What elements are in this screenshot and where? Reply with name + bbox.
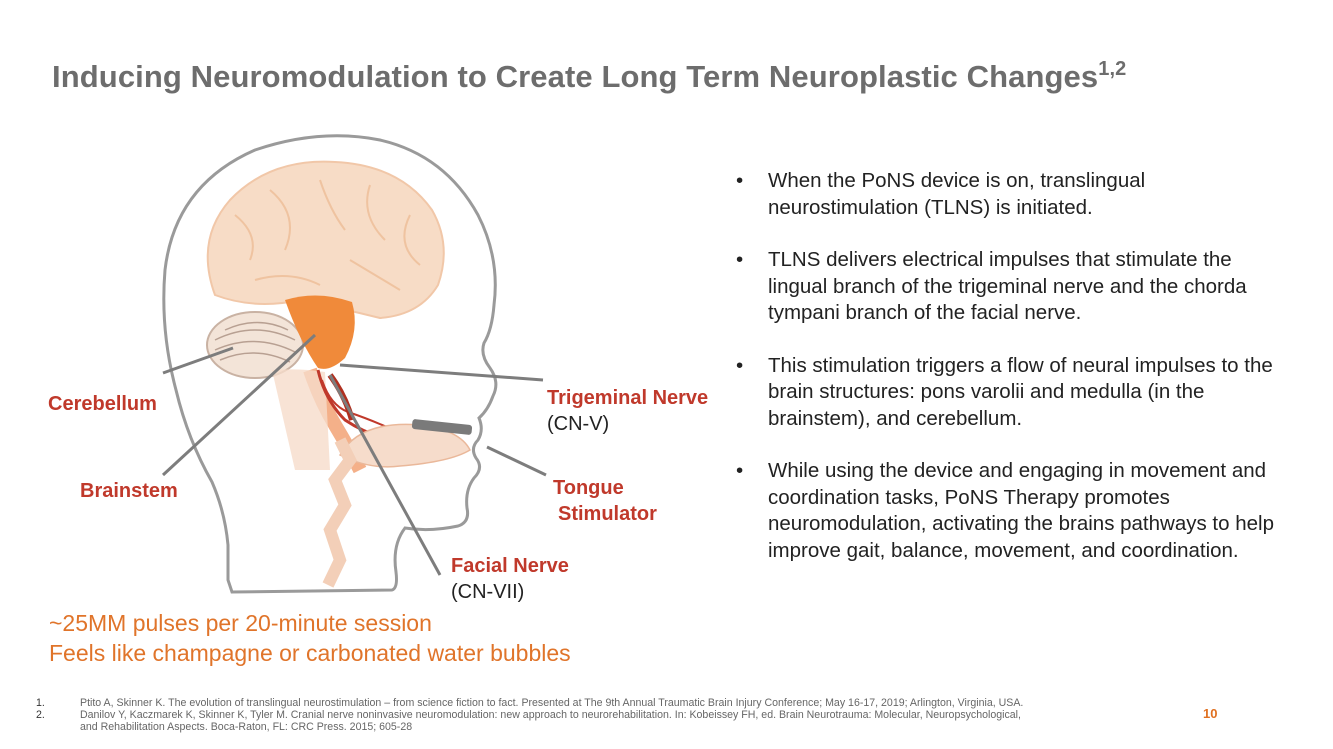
bullet-text: This stimulation triggers a flow of neur… <box>768 353 1273 430</box>
bullet-text: While using the device and engaging in m… <box>768 459 1274 562</box>
page-number: 10 <box>1203 706 1218 721</box>
bullet-item: • This stimulation triggers a flow of neu… <box>736 353 1296 433</box>
bullet-text: TLNS delivers electrical impulses that s… <box>768 248 1247 324</box>
label-stimulator: Stimulator <box>558 503 657 525</box>
label-trigeminal-nerve: Trigeminal Nerve <box>547 387 709 409</box>
ref-text: Danilov Y, Kaczmarek K, Skinner K, Tyler… <box>80 709 1021 721</box>
brainstem-shape <box>272 369 330 470</box>
bullet-item: • While using the device and engaging in … <box>736 458 1296 564</box>
trigeminal-leader-line <box>339 363 544 382</box>
ref-number: 1. <box>36 697 45 709</box>
head-outline <box>162 134 498 594</box>
bullet-item: • When the PoNS device is on, translingua… <box>736 168 1296 221</box>
title-text: Inducing Neuromodulation to Create Long … <box>52 59 1099 94</box>
brainstem-leader-line <box>161 333 317 477</box>
title-superscript: 1,2 <box>1098 58 1127 80</box>
tongue-shape <box>338 423 471 468</box>
bullet-dot: • <box>736 169 744 192</box>
highlight-sensation: Feels like champagne or carbonated water… <box>49 640 571 666</box>
bullet-list: • When the PoNS device is on, translingua… <box>736 168 1296 590</box>
bullet-dot: • <box>736 353 744 377</box>
label-cerebellum: Cerebellum <box>48 393 157 415</box>
cerebellum-leader-line <box>162 346 234 375</box>
ref-number: 2. <box>36 709 45 721</box>
label-facial-sub: (CN-VII) <box>451 581 525 603</box>
ref-text-continued: and Rehabilitation Aspects. Boca-Raton, … <box>80 721 413 733</box>
bullet-dot: • <box>736 248 744 271</box>
ref-text: Ptito A, Skinner K. The evolution of tra… <box>80 697 1024 709</box>
bullet-item: • TLNS delivers electrical impulses that … <box>736 247 1296 327</box>
tongue-stimulator-leader-line <box>486 445 547 477</box>
bullet-dot: • <box>736 459 744 482</box>
label-brainstem: Brainstem <box>80 480 178 502</box>
tongue-stimulator-device <box>411 419 473 435</box>
slide-title: Inducing Neuromodulation to Create Long … <box>52 58 1126 95</box>
pons-shape <box>285 295 355 369</box>
label-tongue: Tongue <box>553 477 624 499</box>
highlight-pulses: ~25MM pulses per 20-minute session <box>49 610 432 636</box>
facial-leader-line <box>328 374 442 576</box>
brain-cerebrum <box>206 160 445 320</box>
label-trigeminal-sub: (CN-V) <box>547 413 610 435</box>
bullet-text: When the PoNS device is on, translingual… <box>768 169 1146 219</box>
label-facial-nerve: Facial Nerve <box>451 555 569 577</box>
